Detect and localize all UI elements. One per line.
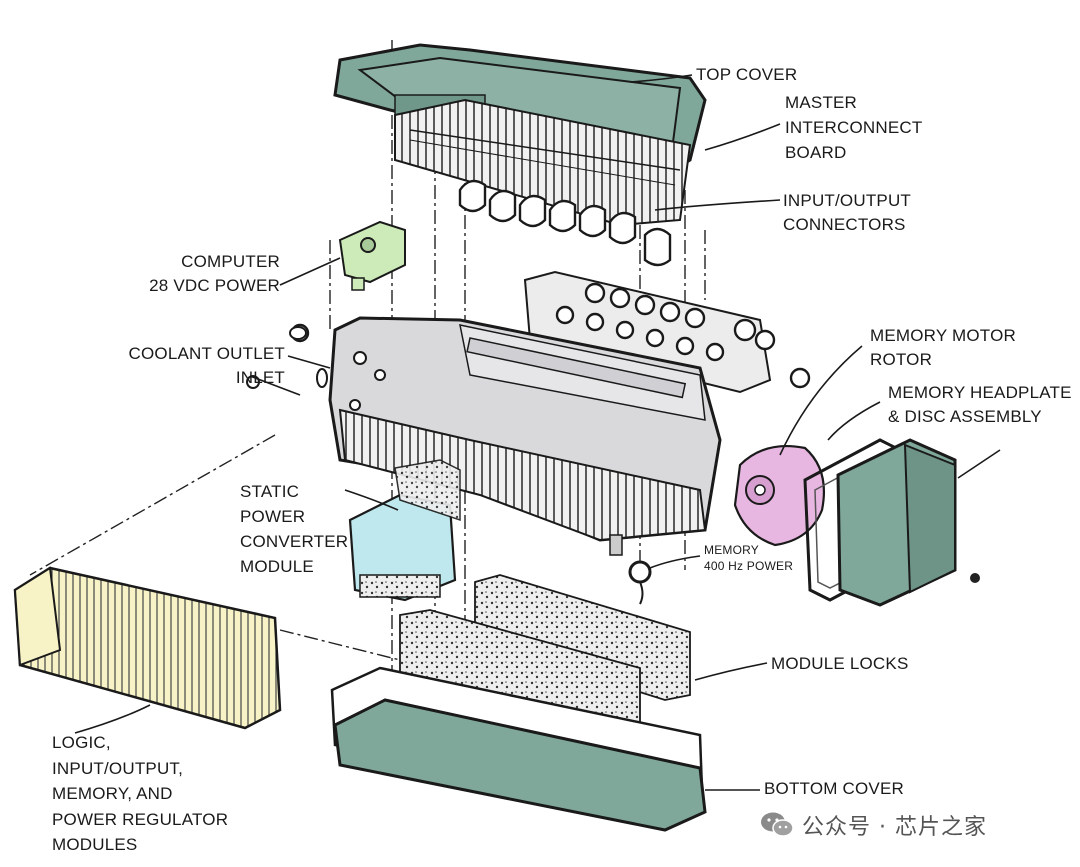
label-top-cover: TOP COVER xyxy=(696,65,798,84)
interconnect-board-shape xyxy=(394,98,692,227)
leader-lines xyxy=(74,74,1001,791)
logic-modules-shape xyxy=(13,566,282,730)
wechat-icon xyxy=(761,812,794,837)
label-memory-headplate-disc: MEMORY HEADPLATE & DISC ASSEMBLY xyxy=(888,383,1072,426)
io-connectors-rear-shape xyxy=(290,270,811,394)
label-master-interconnect-board: MASTER INTERCONNECT BOARD xyxy=(785,93,923,162)
watermark-text: 公众号 · 芯片之家 xyxy=(802,815,987,840)
label-memory-motor-rotor: MEMORY MOTOR ROTOR xyxy=(870,326,1016,369)
watermark: 公众号 · 芯片之家 xyxy=(760,805,1060,845)
bottom-cover-shape xyxy=(330,666,707,832)
chassis-shape xyxy=(328,316,722,556)
label-bottom-cover: BOTTOM COVER xyxy=(764,779,904,798)
label-coolant-outlet-inlet: COOLANT OUTLET INLET xyxy=(128,344,285,387)
label-memory-400hz-power: MEMORY 400 Hz POWER xyxy=(704,543,794,573)
label-modules: LOGIC, INPUT/OUTPUT, MEMORY, AND POWER R… xyxy=(52,733,229,854)
memory-power-connector-shape xyxy=(628,560,652,605)
power-connector-shape xyxy=(338,220,406,291)
memory-headplate-shape xyxy=(803,438,980,607)
memory-rotor-shape xyxy=(733,444,826,547)
power-converter-shape xyxy=(348,459,461,602)
label-io-connectors: INPUT/OUTPUT CONNECTORS xyxy=(783,191,912,234)
io-connectors-upper-shape xyxy=(458,179,672,267)
label-module-locks: MODULE LOCKS xyxy=(771,654,909,673)
label-static-power-converter: STATIC POWER CONVERTER MODULE xyxy=(240,482,349,576)
label-computer-power: COMPUTER 28 VDC POWER xyxy=(149,252,280,295)
